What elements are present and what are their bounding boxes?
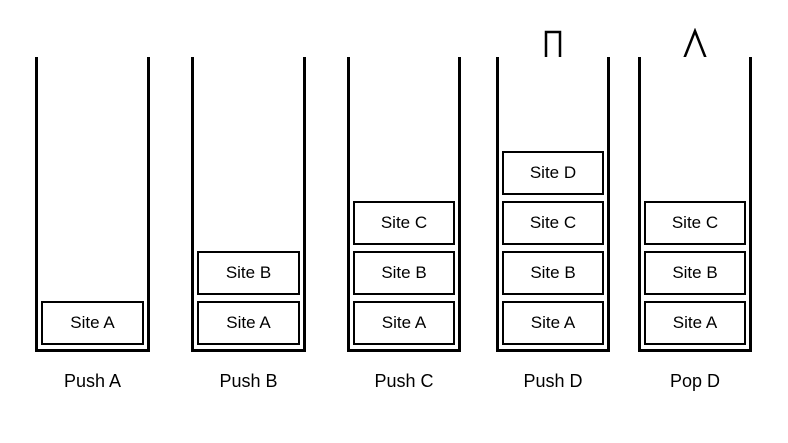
stack-item: Site A — [353, 301, 455, 345]
stack-well-push-c: Site C Site B Site A — [347, 57, 461, 352]
stack-label-pop-d: Pop D — [669, 370, 721, 391]
stack-item: Site B — [197, 251, 300, 295]
stack-item: Site A — [197, 301, 300, 345]
stack-well-pop-d: Site C Site B Site A — [638, 57, 752, 352]
stack-label-push-a: Push A — [63, 370, 122, 391]
stack-item: Site C — [644, 201, 746, 245]
stack-item: Site C — [353, 201, 455, 245]
stack-item: Site B — [353, 251, 455, 295]
stack-label-push-b: Push B — [219, 370, 278, 391]
stack-item: Site B — [644, 251, 746, 295]
stack-well-push-d: Site D Site C Site B Site A — [496, 57, 610, 352]
stack-label-push-c: Push C — [374, 370, 434, 391]
stack-item: Site A — [502, 301, 604, 345]
stack-item: Site A — [41, 301, 144, 345]
stack-item: Site A — [644, 301, 746, 345]
stack-well-push-a: Site A — [35, 57, 150, 352]
stack-item: Site B — [502, 251, 604, 295]
stack-item: Site D — [502, 151, 604, 195]
stack-well-push-b: Site B Site A — [191, 57, 306, 352]
stack-label-push-d: Push D — [523, 370, 583, 391]
stack-item: Site C — [502, 201, 604, 245]
